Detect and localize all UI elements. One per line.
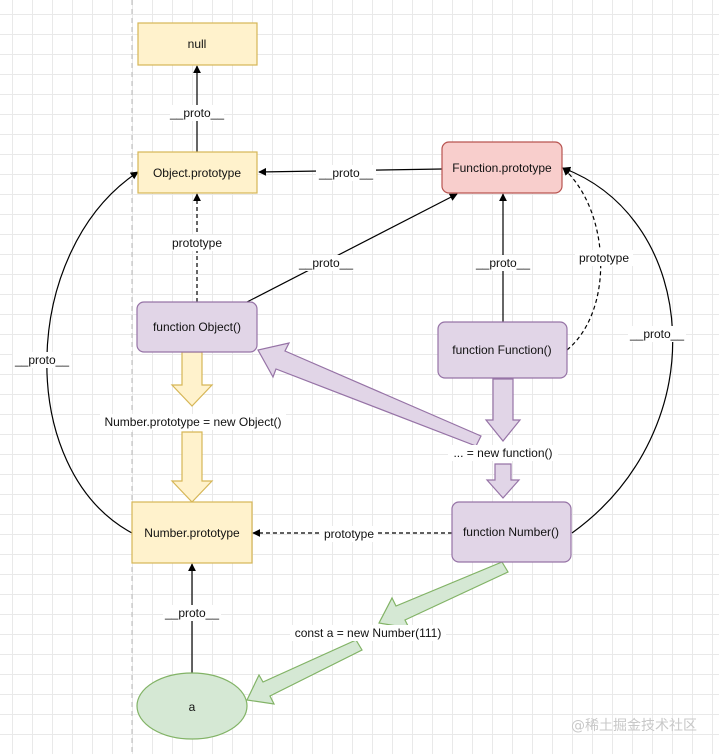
edge-label-bg (316, 165, 376, 181)
edge-label-objproto-to-null: __proto__ (169, 106, 224, 120)
edge-label-funcfunc-to-funcproto: __proto__ (475, 256, 530, 270)
node-function-number-label: function Number() (463, 525, 559, 539)
edge-label-funcnum-to-numproto: prototype (324, 527, 374, 541)
block-arrow-yellow-upper (170, 351, 214, 407)
edge-label-funcproto-to-objproto: __proto__ (318, 166, 373, 180)
edge-label-funcnum-to-funcproto: __proto__ (629, 327, 684, 341)
node-object-prototype-box (137, 151, 258, 194)
edge-label-funcobj-to-funcproto: __proto__ (298, 256, 353, 270)
annotation-bg (100, 414, 286, 430)
node-function-function-label: function Function() (452, 343, 551, 357)
edge-label-funcfunc-prototype: prototype (579, 251, 629, 265)
edge-label-bg (163, 605, 221, 621)
edge-label-bg (474, 255, 532, 271)
block-arrow-green-upper (378, 561, 509, 629)
edge-label-bg (296, 255, 356, 271)
annotation-new-function: ... = new function() (453, 446, 552, 460)
edge-label-bg (170, 105, 224, 121)
edge-label-bg (575, 250, 633, 266)
node-function-number-box (451, 501, 572, 563)
annotation-const-a: const a = new Number(111) (295, 626, 442, 640)
block-arrow-purple-down-upper (484, 378, 522, 442)
node-a-shape (136, 672, 248, 740)
node-a-label: a (189, 700, 196, 714)
edge-funcobj-to-funcproto (246, 193, 458, 303)
node-function-number: function Number() (451, 501, 572, 563)
annotation-number-prototype-new-object: Number.prototype = new Object() (104, 415, 281, 429)
block-arrow-yellow-lower (170, 431, 214, 503)
edge-funcnum-to-funcproto (562, 166, 674, 534)
node-function-object-box (136, 301, 258, 353)
node-null: null (137, 22, 258, 66)
node-function-object-label: function Object() (153, 320, 241, 334)
annotation-bg (448, 445, 558, 461)
edge-label-bg (168, 235, 226, 251)
node-function-object: function Object() (136, 301, 258, 353)
node-function-prototype-label: Function.prototype (452, 161, 552, 175)
node-object-prototype-label: Object.prototype (153, 166, 241, 180)
watermark: @稀土掘金技术社区 (571, 718, 697, 734)
node-a: a (136, 672, 248, 740)
node-function-prototype-box (441, 141, 563, 194)
annotation-bg (290, 625, 446, 641)
node-function-function-box (437, 321, 568, 379)
edge-label-bg (628, 326, 686, 342)
block-arrow-green-lower (246, 639, 363, 705)
node-number-prototype: Number.prototype (131, 501, 253, 564)
edge-label-funcobj-to-objproto: prototype (172, 236, 222, 250)
node-null-box (137, 22, 258, 66)
edge-label-bg (320, 526, 378, 542)
node-function-function: function Function() (437, 321, 568, 379)
node-number-prototype-box (131, 501, 253, 564)
edge-label-bg (13, 352, 71, 368)
node-number-prototype-label: Number.prototype (144, 526, 240, 540)
edge-label-a-to-numproto: __proto__ (164, 606, 219, 620)
edge-label-numproto-to-objproto: __proto__ (14, 353, 69, 367)
node-function-prototype: Function.prototype (441, 141, 563, 194)
block-arrow-purple-down-lower (485, 463, 521, 499)
node-object-prototype: Object.prototype (137, 151, 258, 194)
node-null-label: null (188, 37, 207, 51)
block-arrow-purple-diagonal (257, 342, 482, 447)
